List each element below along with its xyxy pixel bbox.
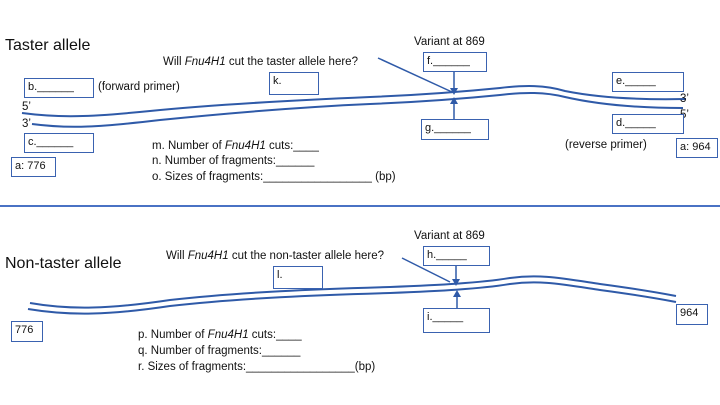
taster-question-pointer [377, 57, 453, 93]
taster-top-strand [21, 85, 687, 118]
nontaster-question-post: cut the non-taster allele here? [228, 250, 384, 262]
question-p-post: cuts:____ [248, 329, 302, 341]
question-q: q. Number of fragments:______ [138, 345, 301, 357]
end-5-right: 5’ [680, 109, 689, 121]
question-n: n. Number of fragments:______ [152, 155, 315, 167]
position-box-right: a: 964 [676, 138, 718, 158]
nontaster-bottom-strand [27, 281, 677, 315]
answer-box-i[interactable]: i._____ [423, 308, 490, 333]
answer-box-h[interactable]: h._____ [423, 246, 490, 266]
question-p-pre: p. Number of [138, 329, 208, 341]
taster-question-enzyme: Fnu4H1 [184, 56, 226, 68]
nontaster-variant-label: Variant at 869 [414, 230, 485, 242]
question-p: p. Number of Fnu4H1 cuts:____ [138, 329, 302, 342]
position-box-776: 776 [11, 321, 43, 342]
nontaster-question: Will Fnu4H1 cut the non-taster allele he… [166, 250, 384, 263]
answer-box-k[interactable]: k. [269, 72, 319, 95]
nontaster-question-pre: Will [166, 250, 188, 262]
answer-box-c[interactable]: c.______ [24, 133, 94, 153]
taster-variant-arrowhead-up [450, 97, 458, 104]
taster-title: Taster allele [5, 37, 91, 54]
question-m-enzyme: Fnu4H1 [224, 140, 266, 152]
taster-variant-arrowhead-down [450, 88, 458, 95]
taster-question: Will Fnu4H1 cut the taster allele here? [163, 56, 358, 69]
answer-box-l[interactable]: l. [273, 266, 323, 289]
end-3-right: 3’ [680, 93, 689, 105]
answer-box-e[interactable]: e._____ [612, 72, 684, 92]
question-m-pre: m. Number of [152, 140, 225, 152]
taster-variant-label: Variant at 869 [414, 36, 485, 48]
taster-question-post: cut the taster allele here? [225, 56, 358, 68]
nontaster-variant-arrowhead-up [453, 290, 461, 297]
nontaster-title: Non-taster allele [5, 255, 122, 272]
end-5-left: 5’ [22, 101, 31, 113]
question-o: o. Sizes of fragments:_________________ … [152, 171, 396, 183]
nontaster-question-pointer [401, 257, 451, 283]
question-p-enzyme: Fnu4H1 [207, 329, 249, 341]
answer-box-g[interactable]: g.______ [421, 119, 489, 140]
end-3-left: 3’ [22, 118, 31, 130]
answer-box-b[interactable]: b.______ [24, 78, 94, 98]
forward-primer-label: (forward primer) [98, 81, 180, 93]
question-m: m. Number of Fnu4H1 cuts:____ [152, 140, 319, 153]
question-m-post: cuts:____ [265, 140, 319, 152]
question-r: r. Sizes of fragments:_________________(… [138, 361, 376, 373]
nontaster-variant-arrowhead-down [452, 279, 460, 286]
taster-bottom-strand [31, 91, 684, 128]
answer-box-d[interactable]: d._____ [612, 114, 684, 134]
taster-question-pre: Will [163, 56, 185, 68]
position-box-964: 964 [676, 304, 708, 325]
answer-box-f[interactable]: f.______ [423, 52, 487, 72]
nontaster-top-strand [29, 275, 677, 309]
nontaster-question-enzyme: Fnu4H1 [187, 250, 229, 262]
position-box-left: a: 776 [11, 157, 56, 177]
reverse-primer-label: (reverse primer) [565, 139, 647, 151]
